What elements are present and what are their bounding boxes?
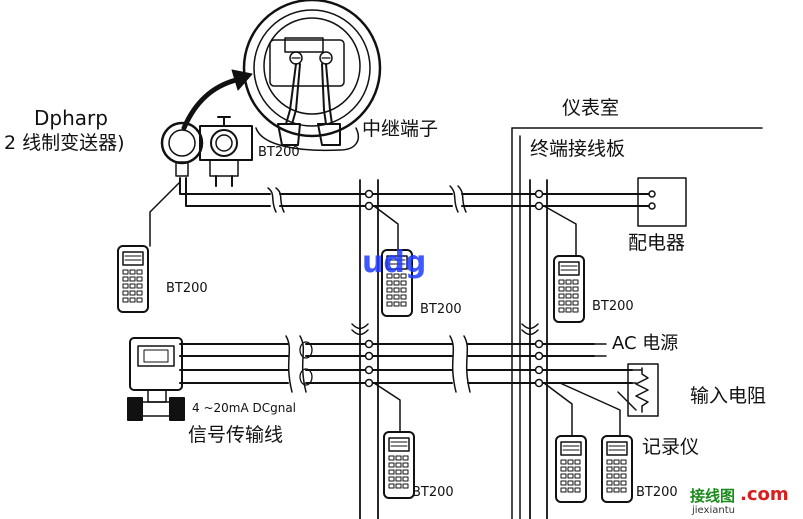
bt200-device-relay-lower <box>383 431 415 499</box>
bt200-label-left: BT200 <box>166 281 208 296</box>
signal-line-label: 信号传输线 <box>188 424 284 446</box>
transmitter-desc: 2 线制变送器) <box>4 132 125 154</box>
upper-signal-pair <box>179 177 651 213</box>
input-resistor <box>617 363 659 417</box>
input-resistor-label: 输入电阻 <box>690 385 767 407</box>
watermark-dot-com: .com <box>740 484 789 505</box>
upper-terminals <box>364 189 544 211</box>
bt200-upper-links <box>149 181 577 257</box>
bt200-device-board-upper <box>553 255 585 323</box>
dpharp-transmitter <box>160 116 253 187</box>
bt200-label-relay-lower: BT200 <box>412 485 454 500</box>
bt200-lower-links <box>373 382 621 437</box>
transmitter-name: Dpharp <box>34 106 108 130</box>
magnified-terminal-view <box>242 0 382 152</box>
bt200-device-recorder <box>601 435 633 503</box>
recorder-label: 记录仪 <box>642 436 700 458</box>
bt200-device-board-lower <box>555 435 587 503</box>
flow-converter <box>127 337 185 421</box>
center-overlay-text: udg <box>362 245 427 280</box>
bt200-label-recorder: BT200 <box>636 485 678 500</box>
instrument-room-wall <box>511 127 763 519</box>
bt200-label-relay-upper: BT200 <box>420 302 462 317</box>
ac-arrows <box>593 343 607 357</box>
terminal-rails <box>359 179 548 519</box>
bt200-label-head: BT200 <box>258 145 300 160</box>
distributor-label: 配电器 <box>628 232 686 254</box>
relay-terminal-label: 中继端子 <box>362 118 439 140</box>
ac-power-label: AC 电源 <box>612 333 679 354</box>
bt200-device-left <box>117 245 149 313</box>
instrument-room-label: 仪表室 <box>562 97 620 119</box>
signal-spec-label: 4 ~20mA DCgnal <box>192 401 297 415</box>
distributor-box <box>637 177 687 227</box>
lower-bus-lines <box>179 323 633 393</box>
terminal-board-label: 终端接线板 <box>530 138 626 160</box>
watermark-site-cn: 接线图 <box>690 487 736 505</box>
watermark-site-en: jiexiantu <box>692 505 735 516</box>
zoom-arrow <box>181 69 253 131</box>
lower-terminals <box>364 339 544 388</box>
bt200-label-board-upper: BT200 <box>592 299 634 314</box>
